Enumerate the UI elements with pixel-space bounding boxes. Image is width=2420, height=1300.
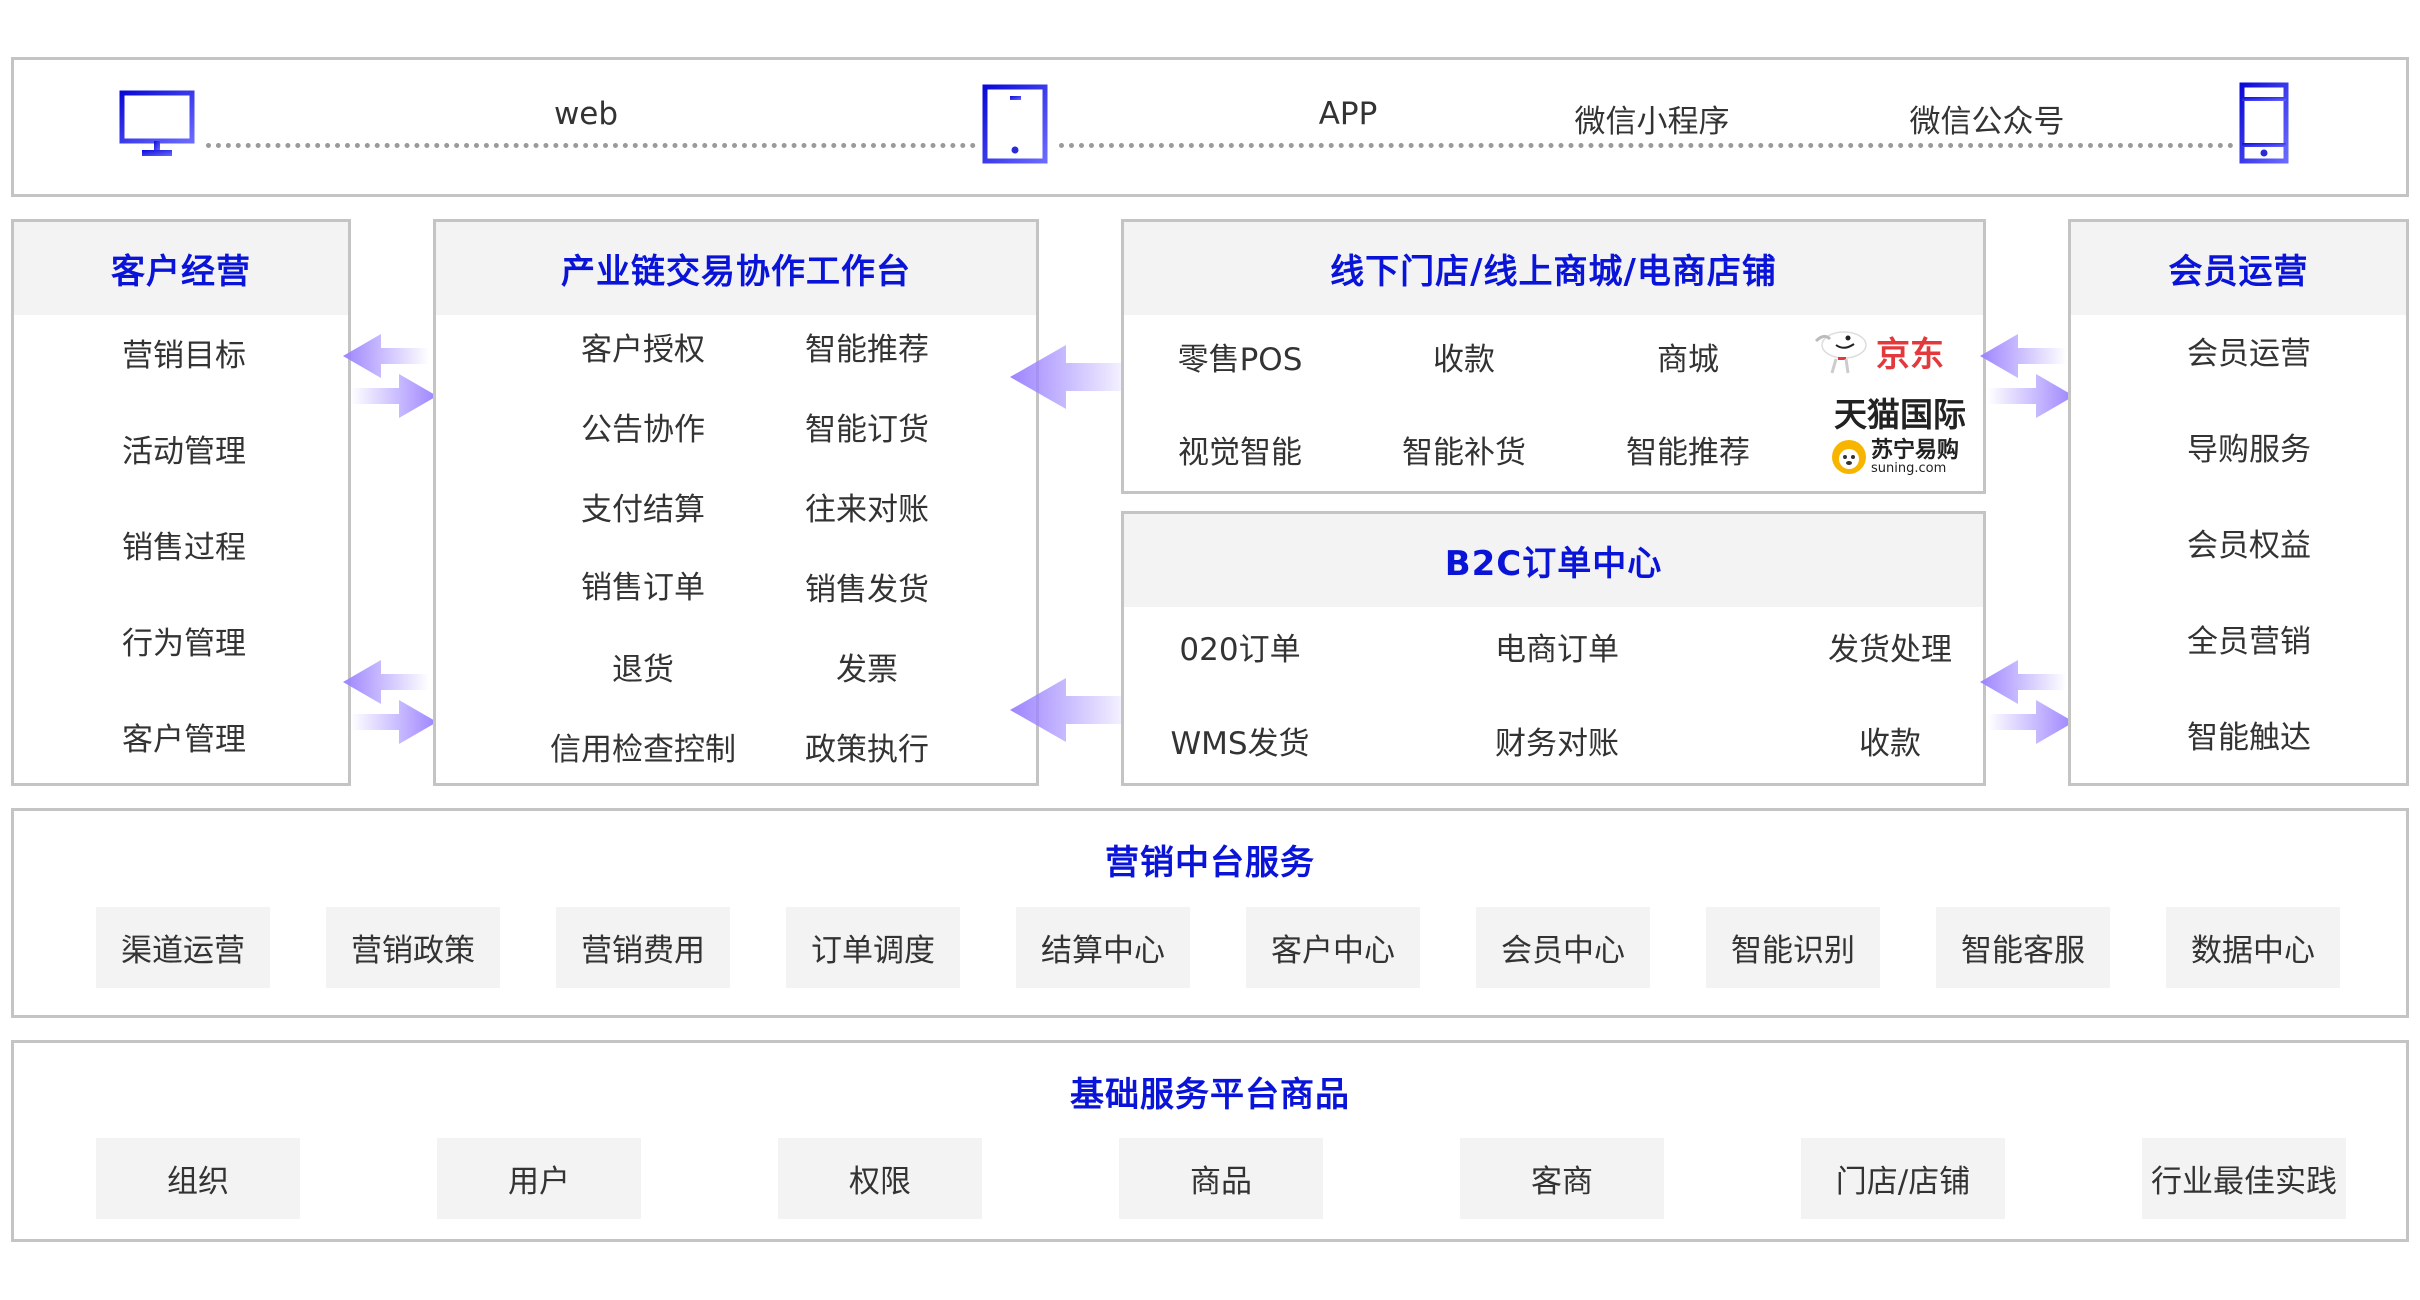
supply-chain-panel: 产业链交易协作工作台 客户授权 智能推荐 公告协作 智能订货 支付结算 往来对账… [433, 219, 1039, 786]
stores-panel: 线下门店/线上商城/电商店铺 零售POS 收款 商城 视觉智能 智能补货 智能推… [1121, 219, 1986, 494]
bidirectional-arrow-icon [343, 334, 437, 418]
customer-ops-item[interactable]: 销售过程 [122, 530, 246, 566]
channel-web[interactable]: web [553, 96, 619, 132]
channel-bar: web APP 微信小程序 微信公众号 [11, 57, 2409, 197]
channel-app[interactable]: APP [1318, 96, 1378, 132]
stores-item[interactable]: 智能推荐 [1626, 435, 1750, 471]
supply-chain-item[interactable]: 公告协作 [581, 412, 705, 448]
base-tile[interactable]: 权限 [778, 1138, 982, 1219]
supply-chain-item[interactable]: 信用检查控制 [550, 732, 736, 768]
supply-chain-item[interactable]: 客户授权 [581, 332, 705, 368]
phone-icon [2239, 82, 2289, 164]
supply-chain-item[interactable]: 销售发货 [805, 572, 929, 608]
supply-chain-item[interactable]: 发票 [836, 652, 898, 688]
marketing-tile[interactable]: 结算中心 [1016, 907, 1190, 988]
customer-ops-title: 客户经营 [14, 222, 348, 315]
supply-chain-title: 产业链交易协作工作台 [436, 222, 1036, 315]
b2c-order-panel: B2C订单中心 020订单 电商订单 发货处理 WMS发货 财务对账 收款 [1121, 511, 1986, 786]
member-ops-item[interactable]: 会员权益 [2187, 528, 2311, 564]
member-ops-title: 会员运营 [2071, 222, 2406, 315]
supply-chain-item[interactable]: 智能推荐 [805, 332, 929, 368]
marketing-tile[interactable]: 智能识别 [1706, 907, 1880, 988]
marketing-tile[interactable]: 客户中心 [1246, 907, 1420, 988]
member-ops-item[interactable]: 智能触达 [2187, 720, 2311, 756]
base-title: 基础服务平台商品 [1070, 1075, 1350, 1115]
customer-ops-item[interactable]: 营销目标 [122, 338, 246, 374]
marketing-tile[interactable]: 营销政策 [326, 907, 500, 988]
tablet-icon [982, 84, 1048, 164]
base-tile[interactable]: 商品 [1119, 1138, 1323, 1219]
channel-connector-2 [1059, 143, 2234, 148]
b2c-item[interactable]: 收款 [1859, 726, 1921, 762]
stores-item[interactable]: 收款 [1433, 342, 1495, 378]
customer-ops-item[interactable]: 行为管理 [122, 626, 246, 662]
customer-ops-item[interactable]: 客户管理 [122, 722, 246, 758]
monitor-icon [119, 90, 195, 156]
marketing-tile[interactable]: 订单调度 [786, 907, 960, 988]
stores-item[interactable]: 商城 [1657, 342, 1719, 378]
marketing-tile[interactable]: 渠道运营 [96, 907, 270, 988]
customer-ops-item[interactable]: 活动管理 [122, 434, 246, 470]
base-tile[interactable]: 组织 [96, 1138, 300, 1219]
tmall-global-logo: 天猫国际 [1834, 395, 1966, 434]
base-tiles: 组织 用户 权限 商品 客商 门店/店铺 行业最佳实践 [96, 1138, 2346, 1219]
b2c-title: B2C订单中心 [1124, 514, 1983, 607]
marketing-tiles: 渠道运营 营销政策 营销费用 订单调度 结算中心 客户中心 会员中心 智能识别 … [96, 907, 2340, 988]
left-arrow-icon [1010, 345, 1136, 409]
suning-logo-domain: suning.com [1871, 460, 1947, 476]
channel-connector-1 [206, 143, 976, 148]
marketing-tile[interactable]: 智能客服 [1936, 907, 2110, 988]
marketing-title: 营销中台服务 [1105, 843, 1315, 883]
base-platform-panel: 基础服务平台商品 组织 用户 权限 商品 客商 门店/店铺 行业最佳实践 [11, 1040, 2409, 1242]
suning-lion-icon [1832, 440, 1866, 474]
marketing-tile[interactable]: 会员中心 [1476, 907, 1650, 988]
stores-title: 线下门店/线上商城/电商店铺 [1124, 222, 1983, 315]
supply-chain-item[interactable]: 销售订单 [581, 570, 705, 606]
marketing-platform-panel: 营销中台服务 渠道运营 营销政策 营销费用 订单调度 结算中心 客户中心 会员中… [11, 808, 2409, 1018]
stores-item[interactable]: 零售POS [1177, 342, 1303, 378]
customer-ops-panel: 客户经营 营销目标 活动管理 销售过程 行为管理 客户管理 [11, 219, 351, 786]
member-ops-panel: 会员运营 会员运营 导购服务 会员权益 全员营销 智能触达 [2068, 219, 2409, 786]
supply-chain-item[interactable]: 往来对账 [805, 492, 929, 528]
bidirectional-arrow-icon [1980, 660, 2074, 744]
bidirectional-arrow-icon [343, 660, 437, 744]
marketing-tile[interactable]: 数据中心 [2166, 907, 2340, 988]
suning-logo-text: 苏宁易购 [1871, 437, 1960, 463]
b2c-item[interactable]: 电商订单 [1495, 632, 1619, 668]
b2c-item[interactable]: WMS发货 [1170, 726, 1310, 762]
supply-chain-item[interactable]: 智能订货 [805, 412, 929, 448]
marketing-tile[interactable]: 营销费用 [556, 907, 730, 988]
b2c-item[interactable]: 发货处理 [1828, 632, 1952, 668]
supply-chain-item[interactable]: 政策执行 [805, 732, 929, 768]
bidirectional-arrow-icon [1980, 334, 2074, 418]
jd-mascot-icon [1814, 330, 1867, 373]
stores-item[interactable]: 视觉智能 [1178, 435, 1302, 471]
b2c-item[interactable]: 020订单 [1179, 632, 1301, 668]
supply-chain-item[interactable]: 支付结算 [581, 492, 705, 528]
supply-chain-item[interactable]: 退货 [612, 652, 674, 688]
member-ops-item[interactable]: 会员运营 [2187, 336, 2311, 372]
base-tile[interactable]: 门店/店铺 [1801, 1138, 2005, 1219]
base-tile[interactable]: 行业最佳实践 [2142, 1138, 2346, 1219]
stores-item[interactable]: 智能补货 [1402, 435, 1526, 471]
suning-logo: 苏宁易购 suning.com [1830, 438, 1959, 476]
b2c-item[interactable]: 财务对账 [1495, 726, 1619, 762]
base-tile[interactable]: 用户 [437, 1138, 641, 1219]
channel-mini-program[interactable]: 微信小程序 [1574, 104, 1730, 140]
left-arrow-icon [1010, 678, 1136, 742]
jd-logo-text: 京东 [1876, 335, 1944, 375]
member-ops-item[interactable]: 全员营销 [2187, 624, 2311, 660]
base-tile[interactable]: 客商 [1460, 1138, 1664, 1219]
member-ops-item[interactable]: 导购服务 [2187, 432, 2311, 468]
channel-official-account[interactable]: 微信公众号 [1909, 104, 2065, 140]
jd-logo: 京东 [1814, 327, 1944, 376]
